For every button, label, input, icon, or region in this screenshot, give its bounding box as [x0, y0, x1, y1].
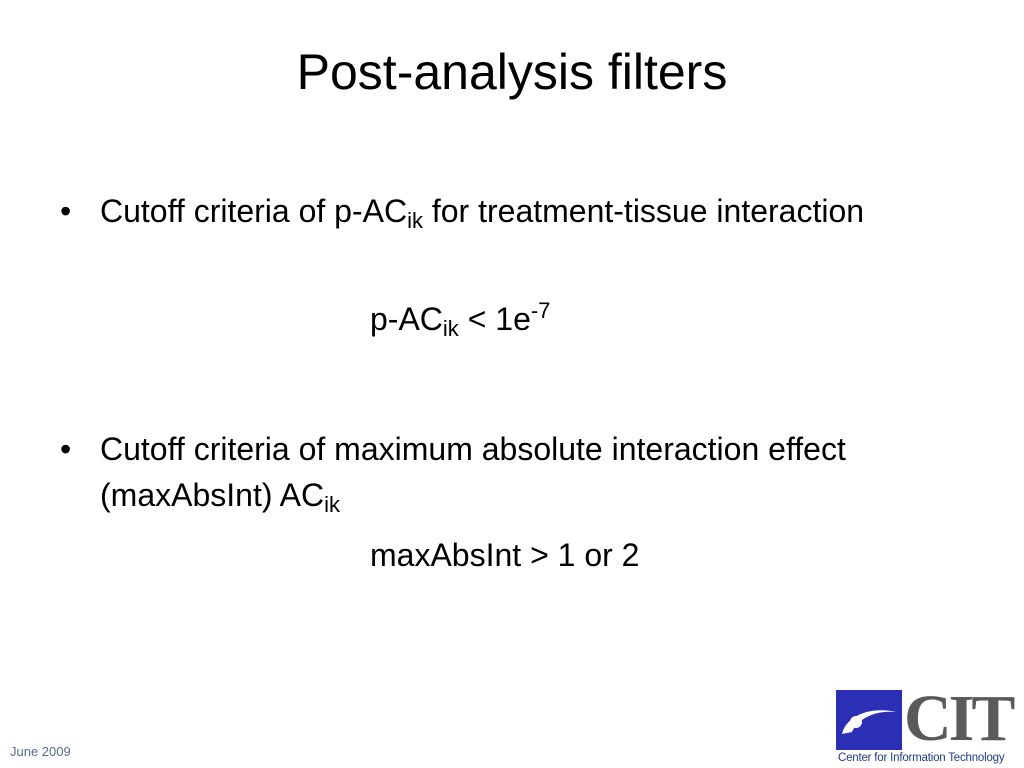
bullet-pac-cutoff: • Cutoff criteria of p-ACik for treatmen…	[60, 188, 960, 234]
bullet-text-part1: Cutoff criteria of p-AC	[100, 193, 408, 229]
slide-title: Post-analysis filters	[296, 44, 728, 100]
bullet-text: Cutoff criteria of maximum absolute inte…	[100, 426, 960, 518]
bullet-text-subscript: ik	[407, 208, 423, 233]
cit-logo-icon	[836, 690, 902, 750]
bullet-text-subscript: ik	[324, 492, 340, 517]
footer-date: June 2009	[10, 744, 71, 759]
formula-lhs-subscript: ik	[442, 316, 459, 341]
formula-lhs: p-AC	[370, 301, 443, 337]
bullet-text-part1: Cutoff criteria of maximum absolute inte…	[100, 431, 846, 513]
bullet-text-part2: for treatment-tissue interaction	[422, 193, 865, 229]
bullet-marker: •	[60, 431, 72, 467]
formula-op-value: < 1e	[458, 301, 531, 337]
logo-blue-square	[836, 690, 902, 750]
logo-dot	[850, 716, 862, 728]
formula-exponent: -7	[530, 298, 551, 323]
logo-caption: Center for Information Technology	[838, 752, 1005, 764]
bullet-maxabsint-cutoff: • Cutoff criteria of maximum absolute in…	[60, 426, 960, 518]
formula-pac: p-ACik < 1e-7	[370, 296, 550, 342]
bullet-marker: •	[60, 193, 72, 229]
logo-wordmark: CIT	[904, 682, 1015, 755]
cit-logo: CIT Center for Information Technology	[836, 684, 1024, 768]
formula-maxabsint: maxAbsInt > 1 or 2	[370, 537, 640, 573]
bullet-text: Cutoff criteria of p-ACik for treatment-…	[100, 188, 960, 234]
